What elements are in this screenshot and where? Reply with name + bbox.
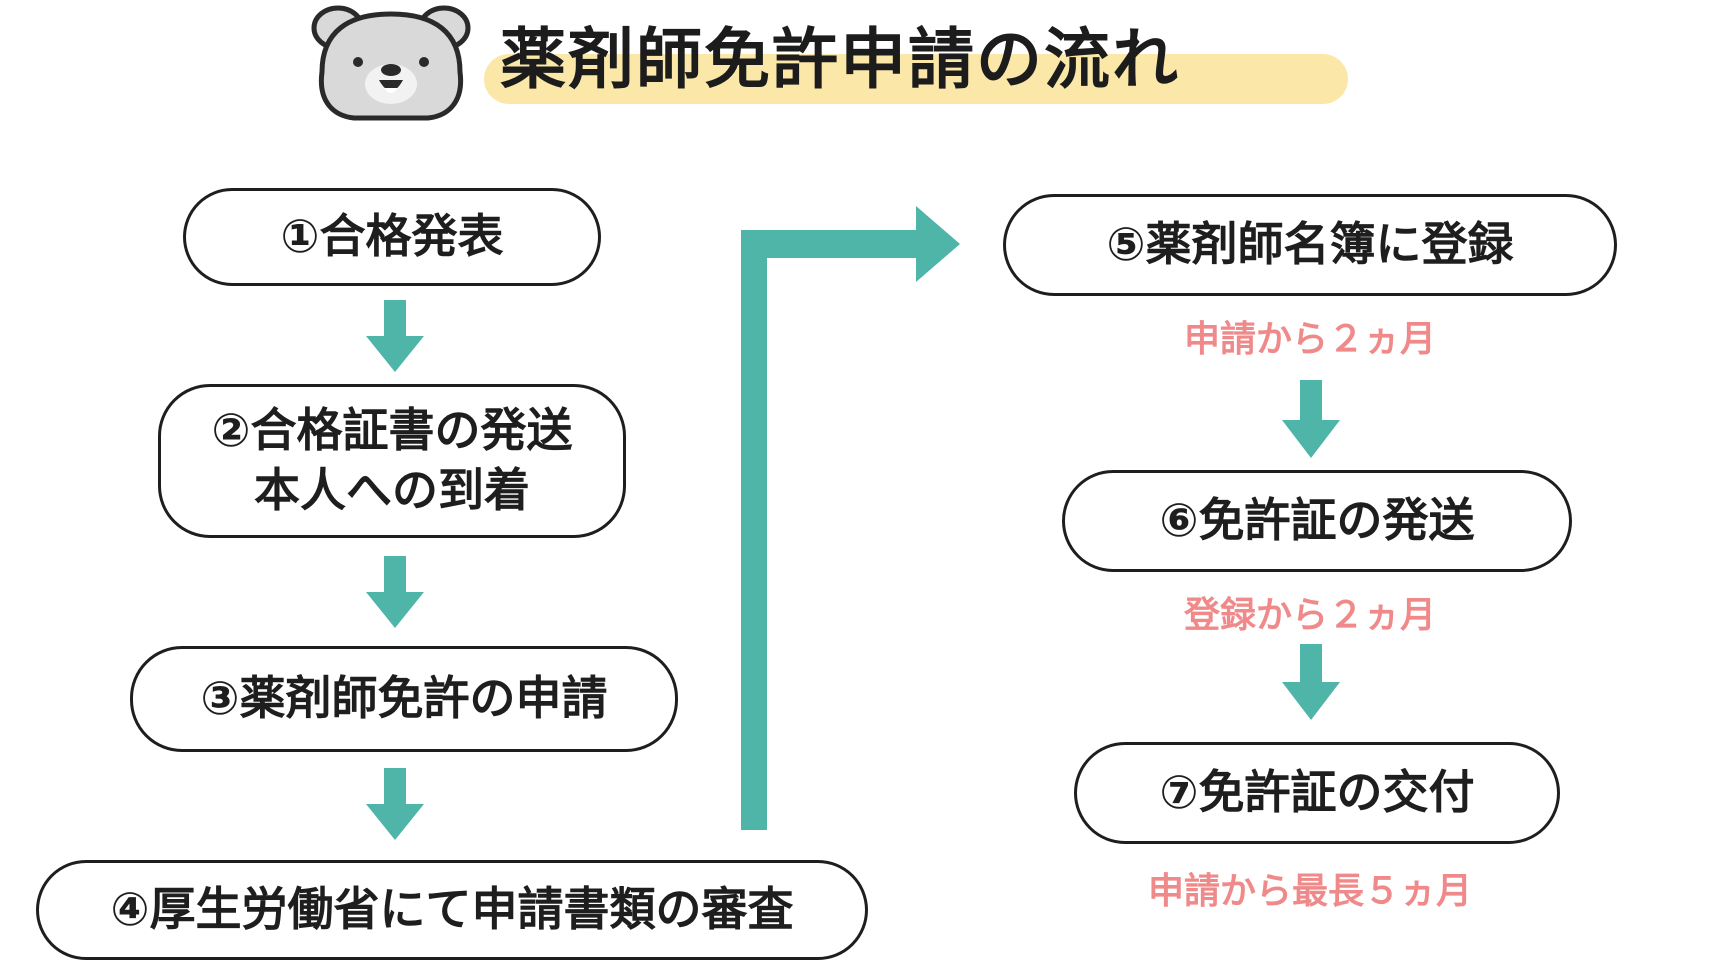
step-5-label: ⑤薬剤師名簿に登録 xyxy=(1106,217,1514,272)
bear-face-icon xyxy=(311,5,471,121)
step-2-label-line-2: 本人への到着 xyxy=(254,463,530,517)
arrow-down-icon xyxy=(366,300,424,372)
connector-arrow-icon xyxy=(741,206,960,830)
step-4-box: ④厚生労働省にて申請書類の審査 xyxy=(36,860,868,960)
arrow-down-icon xyxy=(1282,644,1340,720)
arrow-down-icon xyxy=(366,768,424,840)
step-1-label: ①合格発表 xyxy=(280,209,504,264)
duration-note-3: 申請から最長５ヵ月 xyxy=(1147,871,1472,912)
arrow-down-icon xyxy=(1282,380,1340,458)
page-title: 薬剤師免許申請の流れ xyxy=(500,21,1180,98)
step-3-box: ③薬剤師免許の申請 xyxy=(130,646,678,752)
step-4-label: ④厚生労働省にて申請書類の審査 xyxy=(110,882,794,937)
step-6-box: ⑥免許証の発送 xyxy=(1062,470,1572,572)
step-7-box: ⑦免許証の交付 xyxy=(1074,742,1560,844)
duration-note-1: 申請から２ヵ月 xyxy=(1183,319,1436,360)
step-7-label: ⑦免許証の交付 xyxy=(1159,765,1475,820)
arrow-down-icon xyxy=(366,556,424,628)
step-3-label: ③薬剤師免許の申請 xyxy=(200,671,608,726)
step-1-box: ①合格発表 xyxy=(183,188,601,286)
duration-note-2: 登録から２ヵ月 xyxy=(1183,595,1436,636)
title-highlight xyxy=(484,54,1348,104)
step-6-label: ⑥免許証の発送 xyxy=(1159,493,1475,548)
step-5-box: ⑤薬剤師名簿に登録 xyxy=(1003,194,1617,296)
step-2-label-line-1: ②合格証書の発送 xyxy=(211,403,573,458)
step-2-box: ②合格証書の発送 本人への到着 xyxy=(158,384,626,538)
